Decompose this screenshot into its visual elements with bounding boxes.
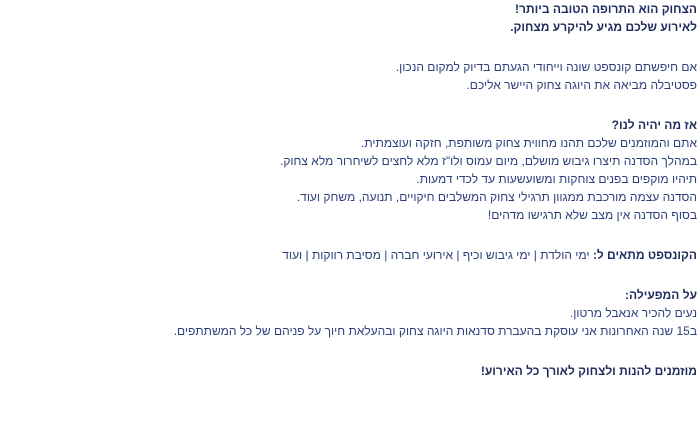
concept-text: ימי הולדת | ימי גיבוש וכיף | אירועי חברה… (282, 248, 593, 262)
headline-line-1: הצחוק הוא התרופה הטובה ביותר! (515, 2, 697, 16)
what-line: תיהיו מוקפים בפנים צוחקות ומשועשעות עד ל… (416, 172, 697, 186)
about-title: על המפעילה: (624, 288, 697, 302)
concept-label: הקונספט מתאים ל: (592, 248, 697, 262)
what-line: בסוף הסדנה אין מצב שלא תרגישו מדהים! (487, 208, 697, 222)
intro-line-1: אם חיפשתם קונספט שונה וייחודי הגעתם בדיו… (395, 60, 697, 74)
what-line: הסדנה עצמה מורכבת ממגוון תרגילי צחוק המש… (296, 190, 697, 204)
about-line: ב15 שנה האחרונות אני עוסקת בהעברת סדנאות… (173, 324, 697, 338)
headline-line-2: לאירוע שלכם מגיע להיקרע מצחוק. (510, 20, 697, 34)
what-line: אתם והמוזמנים שלכם תהנו מחווית צחוק משות… (361, 136, 697, 150)
concept-line: הקונספט מתאים ל: ימי הולדת | ימי גיבוש ו… (0, 246, 697, 264)
event-description: הצחוק הוא התרופה הטובה ביותר! לאירוע שלכ… (0, 2, 697, 378)
about-line: נעים להכיר אנאבל מרטון. (569, 306, 697, 320)
what-line: במהלך הסדנה תיצרו גיבוש מושלם, מיום עמוס… (279, 154, 697, 168)
closing-line: מוזמנים להנות ולצחוק לאורך כל האירוע! (480, 364, 697, 378)
intro-line-2: פסטיבלה מביאה את היוגה צחוק היישר אליכם. (466, 78, 697, 92)
what-title: אז מה יהיה לנו? (611, 118, 697, 132)
